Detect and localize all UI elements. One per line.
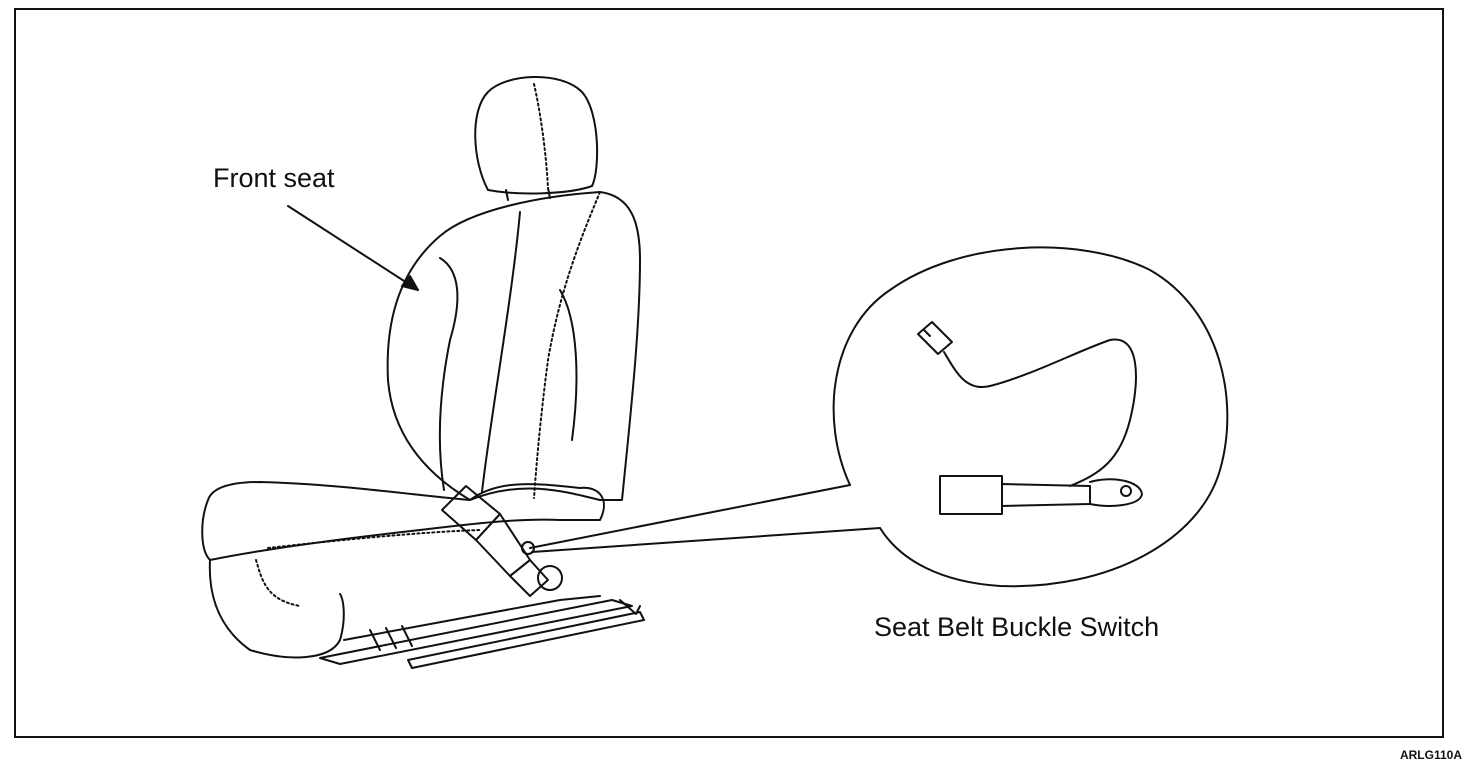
- seat-belt-buckle-switch-label: Seat Belt Buckle Switch: [874, 612, 1160, 642]
- figure-code: ARLG110A: [1399, 748, 1462, 762]
- seat-rails: [319, 595, 645, 669]
- front-seat-label: Front seat: [213, 163, 335, 193]
- seat-cushion: [201, 481, 605, 659]
- diagram-frame: [14, 8, 1444, 738]
- buckle-switch-icon: [917, 321, 1143, 515]
- headrest: [474, 75, 599, 201]
- seat-buckle: [441, 485, 563, 597]
- leader-arrow: [287, 205, 419, 291]
- seat-back: [386, 191, 641, 501]
- callout-bubble: [529, 246, 1229, 588]
